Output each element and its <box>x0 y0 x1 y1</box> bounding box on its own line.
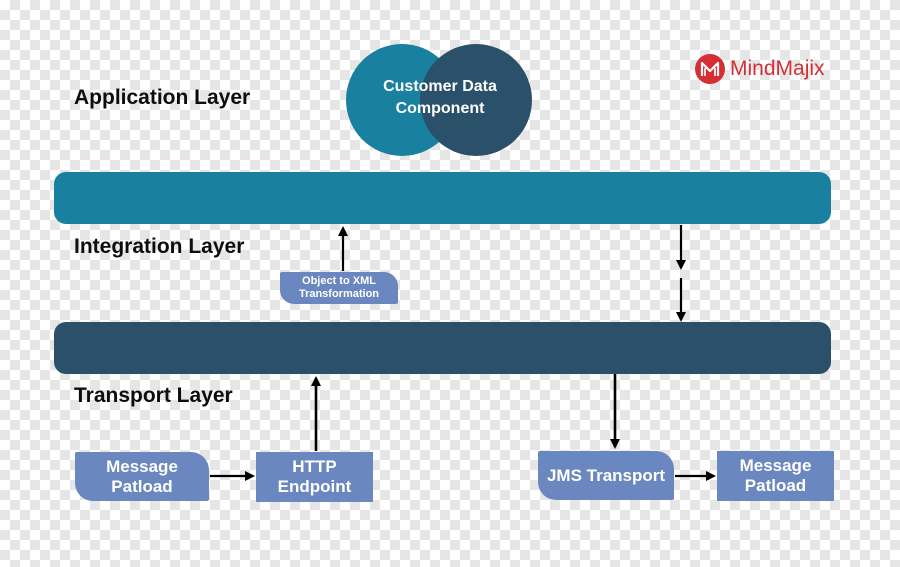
msg-left-line-2: Patload <box>111 476 173 496</box>
object-to-xml-box: Object to XML Transformation <box>280 272 398 304</box>
http-line-2: Endpoint <box>277 477 352 496</box>
msg-right-line-1: Message <box>739 456 812 475</box>
jms-transport-box: JMS Transport <box>538 451 674 500</box>
logo-text: MindMajix <box>730 57 825 80</box>
transport-layer-label: Transport Layer <box>74 384 233 407</box>
xml-box-line-1: Object to XML <box>302 275 376 287</box>
http-line-1: HTTP <box>292 457 337 476</box>
jms-transport-label: JMS Transport <box>546 465 666 485</box>
component-line-1: Customer Data <box>383 78 497 95</box>
integration-layer-label: Integration Layer <box>74 235 245 258</box>
http-endpoint-box: HTTP Endpoint <box>256 452 373 502</box>
message-payload-left-box: Message Patload <box>75 452 209 501</box>
transport-layer-bar <box>54 322 831 374</box>
mindmajix-logo-icon <box>695 54 725 84</box>
integration-layer-bar <box>54 172 831 224</box>
application-layer-label: Application Layer <box>74 86 251 109</box>
component-line-2: Component <box>395 100 485 117</box>
msg-left-line-1: Message <box>106 456 178 476</box>
component-circle-right <box>420 44 532 156</box>
mindmajix-logo: MindMajix <box>694 53 825 85</box>
customer-data-component: Customer Data Component <box>360 76 520 120</box>
xml-box-line-2: Transformation <box>298 288 380 300</box>
msg-right-line-2: Patload <box>744 476 807 495</box>
message-payload-right-box: Message Patload <box>717 451 834 501</box>
